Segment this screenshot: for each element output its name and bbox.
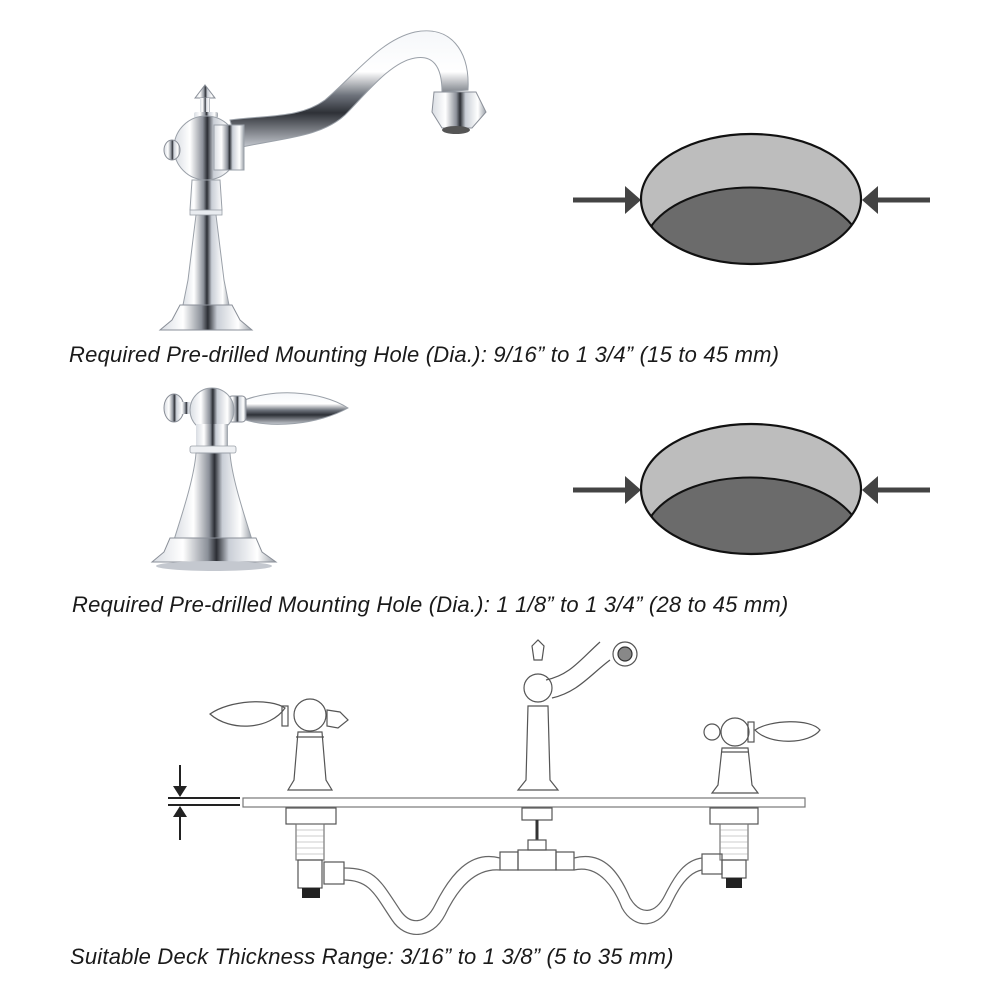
spout-faucet-image bbox=[158, 30, 487, 331]
mounting-hole-diagram-2 bbox=[573, 422, 930, 556]
spout-mounting-hole-caption: Required Pre-drilled Mounting Hole (Dia.… bbox=[69, 342, 780, 367]
mounting-hole-diagram-1 bbox=[573, 132, 930, 266]
deck-thickness-indicator bbox=[168, 765, 240, 840]
handle-valve-image bbox=[150, 387, 349, 571]
handle-mounting-hole-caption: Required Pre-drilled Mounting Hole (Dia.… bbox=[72, 592, 789, 617]
deck-thickness-caption: Suitable Deck Thickness Range: 3/16” to … bbox=[70, 944, 674, 969]
widespread-faucet-line-drawing bbox=[168, 639, 821, 935]
